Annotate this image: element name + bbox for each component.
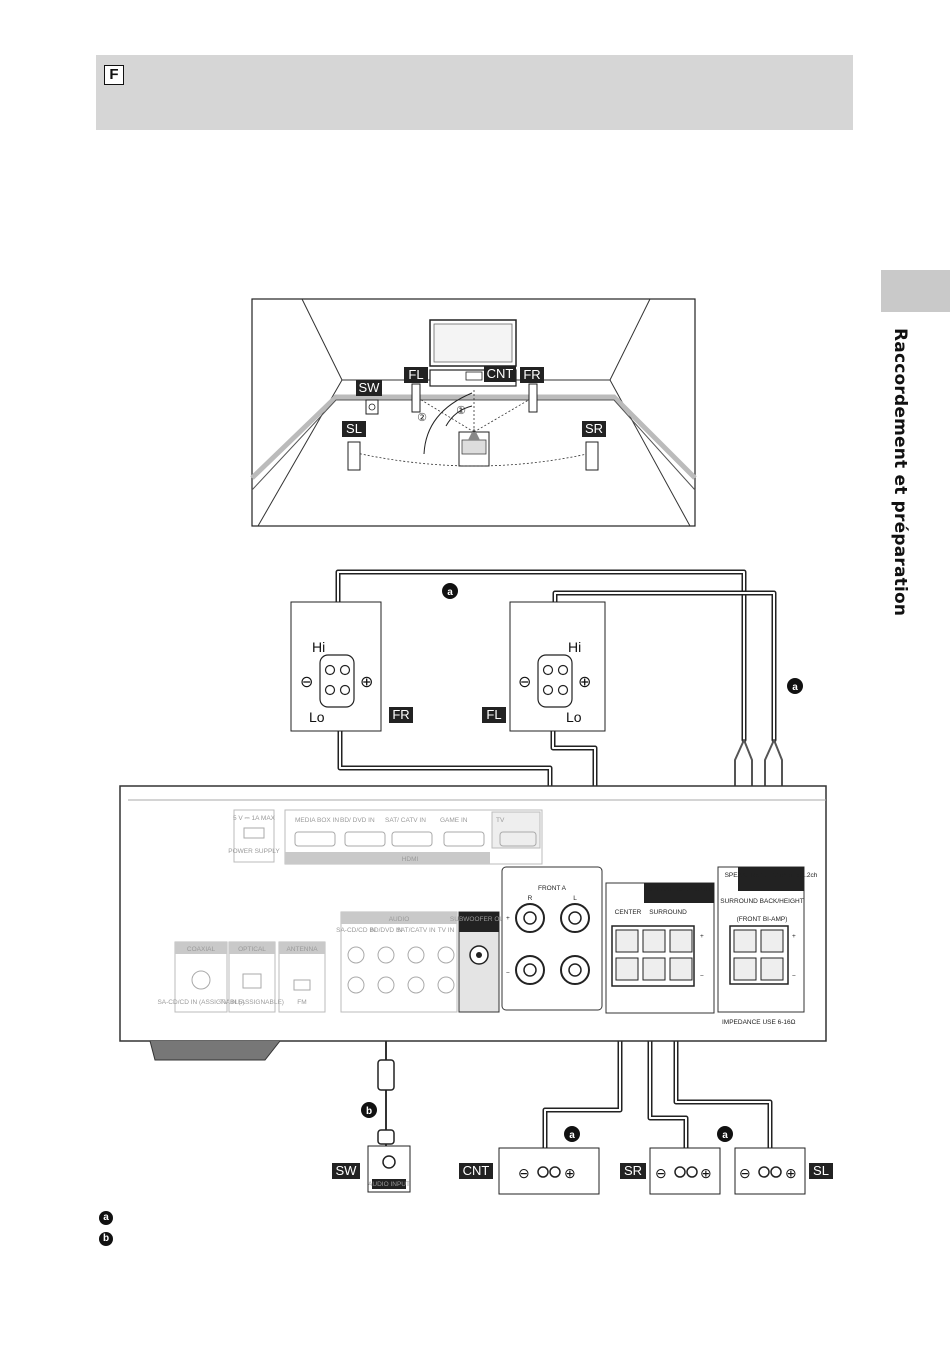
surround-label: SURROUND [649, 909, 687, 916]
cnt-plus-icon: ⊕ [564, 1165, 576, 1181]
av-receiver-rear-panel: 5 V ⎓ 1A MAX POWER SUPPLY HDMI MEDIA BOX… [119, 785, 827, 1061]
center-label: CENTER [615, 909, 642, 916]
hdmi-in-4: GAME IN [440, 817, 468, 824]
fl-plus-icon: ⊕ [578, 674, 591, 691]
power-supply-label: POWER SUPPLY [228, 848, 280, 855]
front-left-speaker: Hi Lo ⊖ ⊕ FL [482, 601, 606, 732]
subwoofer-plug [377, 1059, 395, 1145]
legend-b-badge: b [99, 1232, 113, 1246]
side-chapter-tab [881, 270, 950, 312]
speakers-51-plus: + [700, 933, 704, 940]
fl-lo-label: Lo [566, 709, 582, 725]
subwoofer-unit: AUDIO INPUT SW [332, 1145, 411, 1193]
fr-minus-icon: ⊖ [300, 674, 313, 691]
front-bi-amp-label: (FRONT BI-AMP) [737, 916, 788, 923]
room-label-sw: SW [359, 380, 381, 395]
callout-a-right [787, 678, 803, 694]
speakers-51-label: SPEAKERS for 5.1ch [648, 886, 711, 893]
angle-label-2: ② [417, 412, 427, 424]
sr-minus-icon: ⊖ [655, 1165, 667, 1181]
callout-a-right-label: a [792, 682, 798, 693]
speakers-71-minus: − [792, 973, 796, 980]
bottom-sr-tag: SR [624, 1163, 642, 1178]
optical-sub: TV IN (ASSIGNABLE) [220, 999, 284, 1006]
room-label-fr: FR [523, 367, 540, 382]
fl-minus-icon: ⊖ [518, 674, 531, 691]
room-label-fl: FL [408, 367, 423, 382]
fr-lo-label: Lo [309, 709, 325, 725]
legend-row-b: b [99, 1231, 113, 1247]
surround-right-speaker-unit: ⊖ ⊕ SR [620, 1147, 721, 1195]
usb-label: 5 V ⎓ 1A MAX [233, 815, 276, 822]
hdmi-label: HDMI [402, 856, 419, 863]
front-a-label: FRONT A [538, 885, 567, 892]
section-letter: F [104, 65, 124, 85]
subwoofer-out-label: SUBWOOFER OUT [450, 916, 508, 923]
audio-label: AUDIO [389, 916, 410, 923]
callout-a-top-label: a [447, 587, 453, 598]
audio-in-3: SAT/CATV IN [396, 927, 435, 934]
room-label-sr: SR [585, 421, 603, 436]
sl-plus-icon: ⊕ [785, 1165, 797, 1181]
speakers-71-plus: + [792, 933, 796, 940]
side-chapter-title: Raccordement et préparation [890, 328, 910, 617]
front-a-r: R [528, 895, 533, 902]
audio-in-1: SA-CD/CD IN [336, 927, 376, 934]
callout-a-top [442, 583, 458, 599]
audio-input-label: AUDIO INPUT [368, 1181, 410, 1188]
fr-plus-icon: ⊕ [360, 674, 373, 691]
sl-minus-icon: ⊖ [739, 1165, 751, 1181]
angle-label-1: ① [456, 405, 466, 417]
audio-in-2: BD/DVD IN [370, 927, 403, 934]
legend-a-badge: a [99, 1211, 113, 1225]
cnt-minus-icon: ⊖ [518, 1165, 530, 1181]
hdmi-in-2: BD/ DVD IN [340, 817, 375, 824]
antenna-label: ANTENNA [286, 946, 318, 953]
audio-in-4: TV IN [438, 927, 455, 934]
room-label-cnt: CNT [487, 366, 514, 381]
front-a-l: L [573, 895, 577, 902]
surround-left-speaker-unit: ⊖ ⊕ SL [734, 1147, 833, 1195]
callout-a-surround [717, 1126, 733, 1142]
center-speaker-unit: ⊖ ⊕ CNT [459, 1147, 600, 1195]
front-right-speaker: Hi Lo ⊖ ⊕ FR [290, 601, 413, 732]
fl-hi-label: Hi [568, 639, 581, 655]
fr-hi-label: Hi [312, 639, 325, 655]
callout-b [361, 1102, 377, 1118]
legend-row-a: a [99, 1210, 113, 1226]
callout-b-label: b [366, 1106, 372, 1117]
section-header-band: F [96, 55, 853, 130]
speakers-51-minus: − [700, 973, 704, 980]
bottom-sw-tag: SW [336, 1163, 358, 1178]
front-a-minus: − [506, 970, 510, 977]
callout-a-cnt-label: a [569, 1130, 575, 1141]
fl-tag: FL [486, 707, 501, 722]
coaxial-label: COAXIAL [187, 946, 216, 953]
surround-back-label: SURROUND BACK/HEIGHT [720, 898, 803, 905]
impedance-label: IMPEDANCE USE 6-16Ω [722, 1019, 796, 1026]
front-a-plus: + [506, 915, 510, 922]
room-label-sl: SL [346, 421, 362, 436]
room-tag-sw [356, 380, 382, 396]
fr-tag: FR [392, 707, 409, 722]
sr-plus-icon: ⊕ [700, 1165, 712, 1181]
optical-label: OPTICAL [238, 946, 266, 953]
callout-a-cnt [564, 1126, 580, 1142]
coaxial-sub: SA-CD/CD IN (ASSIGNABLE) [157, 999, 244, 1006]
hdmi-in-1: MEDIA BOX IN [295, 817, 339, 824]
hdmi-in-3: SAT/ CATV IN [385, 817, 426, 824]
hdmi-tv-label: TV [496, 817, 505, 824]
speakers-71-label: SPEAKERS for 7.1ch or 5.1.2ch [725, 872, 818, 879]
callout-a-surround-label: a [722, 1130, 728, 1141]
bottom-sl-tag: SL [813, 1163, 829, 1178]
antenna-sub: FM [297, 999, 306, 1006]
bottom-cnt-tag: CNT [463, 1163, 490, 1178]
room-layout: SW FL FR CNT SL SR ① ② [250, 298, 697, 527]
